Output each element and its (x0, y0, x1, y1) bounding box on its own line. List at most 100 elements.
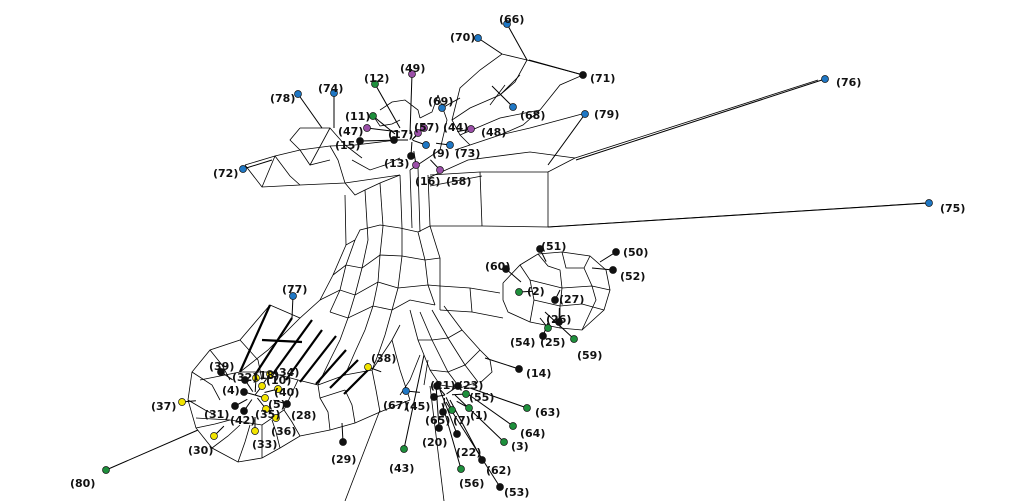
node-10-marker[interactable] (258, 382, 266, 390)
node-44-marker[interactable] (420, 124, 428, 132)
node-78-marker[interactable] (294, 90, 302, 98)
node-5-marker[interactable] (261, 394, 269, 402)
node-15-marker[interactable] (356, 137, 364, 145)
node-49-marker[interactable] (408, 70, 416, 78)
node-32-marker[interactable] (241, 376, 249, 384)
node-7-marker[interactable] (448, 406, 456, 414)
node-11-marker[interactable] (369, 112, 377, 120)
node-37-marker[interactable] (178, 398, 186, 406)
mesh-edge (239, 317, 301, 373)
node-45-marker[interactable] (430, 393, 438, 401)
node-23-marker[interactable] (454, 382, 462, 390)
mesh-edge (209, 349, 231, 381)
node-79-marker[interactable] (581, 110, 589, 118)
node-75-marker[interactable] (925, 199, 933, 207)
node-59-label: (59) (577, 349, 602, 362)
mesh-edge (195, 379, 299, 426)
node-13-marker[interactable] (407, 152, 415, 160)
node-31-marker[interactable] (231, 402, 239, 410)
node-18-marker[interactable] (252, 374, 260, 382)
node-26-marker[interactable] (555, 318, 563, 326)
node-47-marker[interactable] (363, 124, 371, 132)
node-38-marker[interactable] (364, 363, 372, 371)
node-71-marker[interactable] (579, 71, 587, 79)
mesh-edge (329, 239, 356, 313)
node-37-label: (37) (151, 400, 176, 413)
node-14-marker[interactable] (515, 365, 523, 373)
node-64-marker[interactable] (509, 422, 517, 430)
node-40-marker[interactable] (274, 385, 282, 393)
node-59-marker[interactable] (570, 335, 578, 343)
node-25-marker[interactable] (539, 332, 547, 340)
node-56-marker[interactable] (457, 465, 465, 473)
node-67-marker[interactable] (402, 387, 410, 395)
node-58-marker[interactable] (436, 166, 444, 174)
mesh-edge-thick (329, 359, 359, 389)
node-51-marker[interactable] (536, 245, 544, 253)
node-15-label: (15) (335, 139, 360, 152)
node-80-marker[interactable] (102, 466, 110, 474)
node-66-marker[interactable] (503, 20, 511, 28)
node-2-marker[interactable] (515, 288, 523, 296)
node-52-marker[interactable] (609, 266, 617, 274)
mesh-edge (469, 287, 473, 313)
mesh-edge (417, 231, 436, 306)
mesh-edge (344, 409, 381, 501)
node-22-marker[interactable] (453, 430, 461, 438)
node-55-marker[interactable] (462, 390, 470, 398)
node-72-marker[interactable] (239, 165, 247, 173)
node-12-marker[interactable] (371, 80, 379, 88)
node-28-marker[interactable] (283, 400, 291, 408)
mesh-edge (427, 174, 431, 227)
node-26-label: (26) (546, 313, 571, 326)
node-63-marker[interactable] (523, 404, 531, 412)
node-74-marker[interactable] (330, 89, 338, 97)
node-62-marker[interactable] (478, 456, 486, 464)
node-57-marker[interactable] (414, 129, 422, 137)
node-1-marker[interactable] (465, 404, 473, 412)
node-68-marker[interactable] (509, 103, 517, 111)
node-54-marker[interactable] (544, 324, 552, 332)
mesh-edge-thick (269, 319, 313, 379)
node-21-marker[interactable] (433, 382, 441, 390)
node-69-marker[interactable] (438, 104, 446, 112)
mesh-edge (297, 379, 346, 399)
node-36-marker[interactable] (272, 414, 280, 422)
node-16-marker[interactable] (412, 161, 420, 169)
mesh-edge (581, 267, 597, 331)
node-35-marker[interactable] (262, 405, 270, 413)
mesh-edge (319, 397, 331, 431)
node-33-marker[interactable] (251, 427, 259, 435)
node-73-marker[interactable] (446, 141, 454, 149)
node-76-marker[interactable] (821, 75, 829, 83)
node-43-marker[interactable] (400, 445, 408, 453)
node-77-marker[interactable] (289, 292, 297, 300)
node-22-label: (22) (456, 446, 481, 459)
node-53-marker[interactable] (496, 483, 504, 491)
node-63-connector (469, 387, 528, 409)
node-20-marker[interactable] (435, 424, 443, 432)
node-17-marker[interactable] (390, 136, 398, 144)
node-29-marker[interactable] (339, 438, 347, 446)
node-42-marker[interactable] (240, 407, 248, 415)
node-34-marker[interactable] (266, 370, 274, 378)
node-65-label: (65) (425, 414, 450, 427)
node-39-marker[interactable] (217, 368, 225, 376)
node-75-connector (547, 202, 930, 228)
node-30-marker[interactable] (210, 432, 218, 440)
node-48-marker[interactable] (467, 125, 475, 133)
node-65-marker[interactable] (439, 408, 447, 416)
node-58-label: (58) (446, 175, 471, 188)
mesh-edge (429, 225, 441, 310)
node-76-label: (76) (836, 76, 861, 89)
mesh-edge (423, 359, 429, 386)
node-4-marker[interactable] (240, 388, 248, 396)
node-50-marker[interactable] (612, 248, 620, 256)
node-27-marker[interactable] (551, 296, 559, 304)
node-70-marker[interactable] (474, 34, 482, 42)
node-3-marker[interactable] (500, 438, 508, 446)
node-9-marker[interactable] (422, 141, 430, 149)
node-60-marker[interactable] (502, 265, 510, 273)
node-79-label: (79) (594, 108, 619, 121)
mesh-edge (261, 155, 276, 188)
